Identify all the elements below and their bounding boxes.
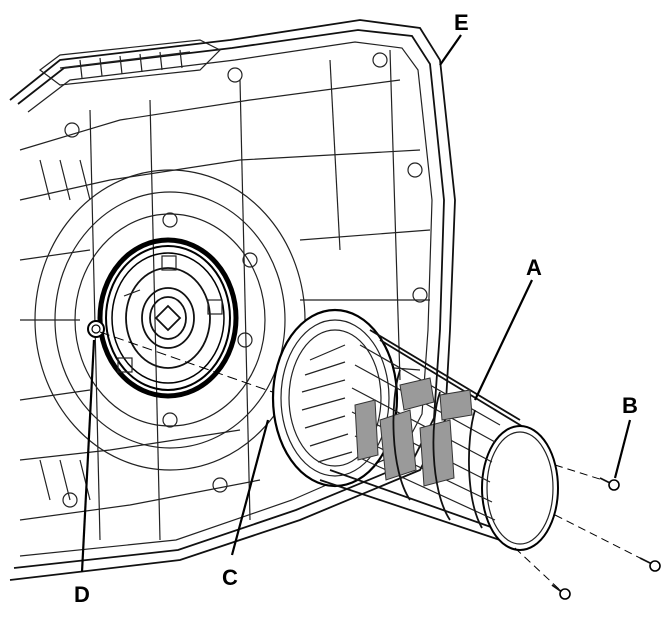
screw-hole-d <box>87 320 105 338</box>
screw-2 <box>639 557 661 572</box>
screw-1 <box>599 477 620 491</box>
leader-lines <box>80 34 632 573</box>
screws-b <box>514 464 661 600</box>
housing-hub-rings <box>34 169 306 471</box>
leader-d <box>80 339 96 573</box>
label-b: B <box>622 393 638 418</box>
leader-b <box>613 419 632 479</box>
label-a: A <box>526 255 542 280</box>
leader-c <box>230 419 270 556</box>
filter-cartridge <box>271 308 559 551</box>
leader-e <box>439 34 462 66</box>
label-c: C <box>222 565 238 590</box>
label-e: E <box>454 10 469 35</box>
label-d: D <box>74 582 90 607</box>
seal-ring <box>97 237 239 399</box>
screw-3 <box>551 584 571 600</box>
leader-a <box>474 279 533 401</box>
